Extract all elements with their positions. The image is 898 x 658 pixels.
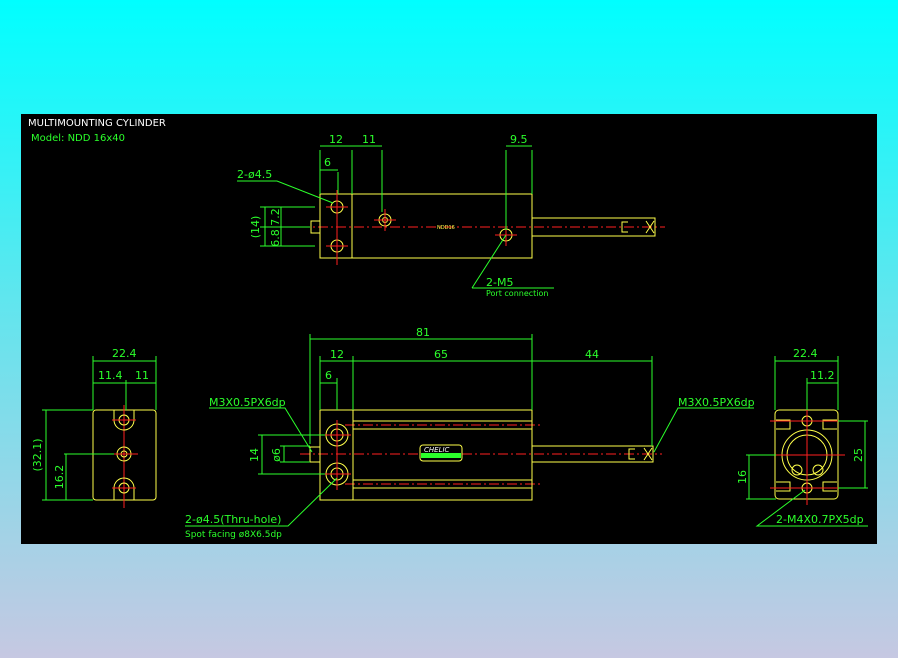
- dim-body: 65: [434, 348, 448, 361]
- port-callout: 2-M5: [486, 276, 513, 289]
- hole-note: Spot facing ø8X6.5dp: [185, 530, 282, 540]
- port-note: Port connection: [486, 289, 548, 298]
- dim-height: (14): [249, 216, 262, 239]
- dim-pitch: 25: [852, 448, 865, 462]
- dim-rod: ø6: [270, 448, 283, 462]
- hole-callout: 2-ø4.5: [237, 168, 272, 181]
- front-view: CHELIC 81 12 65 44 6 14 ø6 M3X0.5PX6dp M…: [185, 326, 755, 540]
- side-view: 22.4 11.4 11 (32.1) 16.2: [31, 347, 157, 508]
- dim-width: 22.4: [112, 347, 137, 360]
- flange: [319, 193, 353, 259]
- model-label: Model: NDD 16x40: [31, 133, 125, 144]
- dim-flange: 12: [329, 133, 343, 146]
- piston-rod: [531, 217, 656, 237]
- dim-upper: 7.2: [269, 208, 282, 226]
- dim-flange: 12: [330, 348, 344, 361]
- rod-end: [310, 220, 321, 234]
- dim-center: 16.2: [53, 465, 66, 490]
- dim-half: 11.2: [810, 369, 835, 382]
- top-view: NDD16 12 11 6 9.5 (14) 7.2 6.8 2-ø4.5 2-…: [237, 133, 665, 298]
- thread-callout-right: M3X0.5PX6dp: [678, 396, 755, 409]
- dim-left: 11.4: [98, 369, 123, 382]
- dim-lower: 6.8: [269, 229, 282, 247]
- thread-callout: 2-M4X0.7PX5dp: [776, 513, 864, 526]
- dim-hole-offset: 6: [324, 156, 331, 169]
- hole-callout: 2-ø4.5(Thru-hole): [185, 513, 281, 526]
- end-view: 22.4 11.2 25 16 2-M4X0.7PX5dp: [736, 347, 868, 527]
- dim-right: 11: [135, 369, 149, 382]
- drawing-title: MULTIMOUNTING CYLINDER: [28, 118, 166, 129]
- rod-end: [309, 446, 321, 463]
- dim-pitch: 14: [248, 448, 261, 462]
- piston-rod: [531, 445, 654, 463]
- dim-width: 22.4: [793, 347, 818, 360]
- dim-port-offset: 11: [362, 133, 376, 146]
- badge-text: CHELIC: [424, 446, 450, 454]
- drawing-canvas: [21, 114, 877, 544]
- dim-height: (32.1): [31, 438, 44, 471]
- dim-overall: 81: [416, 326, 430, 339]
- dim-hole-offset: 6: [325, 369, 332, 382]
- body-mark: NDD16: [437, 225, 455, 231]
- dim-stroke: 44: [585, 348, 599, 361]
- dim-center: 16: [736, 470, 749, 484]
- dim-port-rear: 9.5: [510, 133, 528, 146]
- thread-callout-left: M3X0.5PX6dp: [209, 396, 286, 409]
